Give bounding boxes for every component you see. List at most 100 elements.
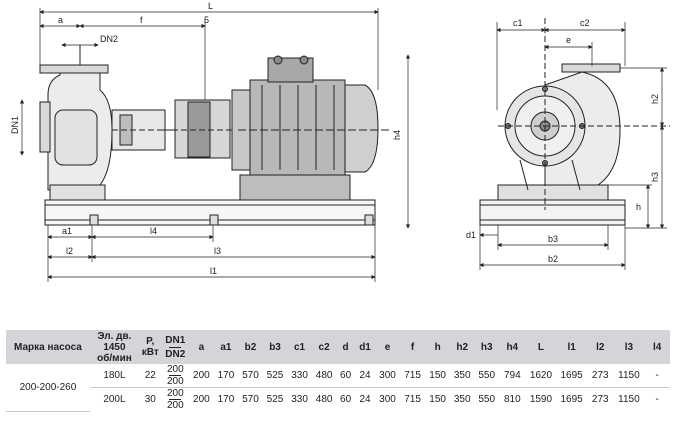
table-row: 200-200-260 180L 22 200 200 200 170 570 … [6,364,670,412]
pump-front-view [479,18,670,226]
dim-cell: 715 [399,364,426,388]
dim-label-dn1: DN1 [10,116,20,134]
pump-side-view [39,45,390,226]
header-dim: d [336,330,355,364]
dn-cell: 200 200 [166,388,184,411]
header-dim: b2 [238,330,263,364]
dim-label-dn2: DN2 [100,34,118,44]
header-dim: f [399,330,426,364]
header-power: P, кВт [139,330,162,364]
table-header-row: Марка насоса Эл. дв. 1450 об/мин P, кВт … [6,330,670,364]
dim-cell: 550 [478,394,496,405]
dim-label-l3: l3 [214,246,221,256]
front-dimensions [479,22,667,270]
header-dn: DN1 DN2 [161,330,190,364]
dim-label-c2: c2 [580,18,590,28]
header-dim: a1 [213,330,239,364]
header-dim: a [189,330,214,364]
dim-cell: 273 [586,364,614,388]
dim-cell: 150 [425,364,450,388]
dim-cell: 715 [404,394,421,405]
motor-cell: 200L [103,394,126,405]
header-dim: d1 [354,330,376,364]
dim-cell: 300 [375,364,400,388]
header-dim: l1 [556,330,587,364]
dim-label-h2: h2 [650,94,660,104]
technical-drawing: L a f 5 DN2 DN1 h4 a1 l4 l2 l3 l1 [10,1,670,282]
dim-cell: 24 [359,394,371,405]
header-dim: l4 [644,330,670,364]
dim-label-5: 5 [204,15,209,25]
dim-cell: 525 [266,394,284,405]
dim-label-l4: l4 [150,226,157,236]
dim-label-h: h [636,202,641,212]
header-dim: c2 [311,330,337,364]
header-dim: b3 [262,330,288,364]
dim-cell: 350 [453,394,471,405]
dim-cell: 570 [242,394,259,405]
dim-cell: 200 [189,364,214,388]
dim-cell: 1695 [560,394,583,405]
header-dim: e [375,330,400,364]
header-motor: Эл. дв. 1450 об/мин [89,330,139,364]
header-dim: L [525,330,557,364]
dim-cell: 170 [213,364,239,388]
power-cell: 30 [144,394,156,405]
header-dim: h4 [499,330,526,364]
dim-cell: - [655,394,659,405]
model-name-cell: 200-200-260 [6,364,90,412]
dim-cell: 1150 [618,394,640,405]
dim-cell: 570 [238,364,263,388]
dim-cell: 24 [354,364,376,388]
header-dim: h2 [449,330,475,364]
dim-cell: 350 [449,364,475,388]
dim-cell: 1695 [556,364,587,388]
dim-cell: 1150 [613,364,645,388]
dim-label-f: f [140,15,143,25]
power-cell: 22 [139,364,162,388]
dim-cell: 480 [311,364,337,388]
header-dim: h3 [474,330,499,364]
dim-label-e: e [566,35,571,45]
front-dimension-labels: c1 c2 e h2 h3 h d1 b3 b2 [466,18,660,264]
dn-cell: 200 200 [161,364,190,388]
motor-cell: 180L [89,364,139,388]
dim-cell: 525 [262,364,288,388]
dim-cell: 330 [291,394,308,405]
table-row: 200L 30 200 200 200 170 570 525 330 480 … [6,388,670,412]
dim-cell: 60 [340,394,352,405]
header-dim: c1 [287,330,312,364]
pump-spec-table: Марка насоса Эл. дв. 1450 об/мин P, кВт … [6,330,670,412]
dim-cell: 810 [503,394,521,405]
dim-cell: 170 [217,394,235,405]
dim-cell: 550 [474,364,499,388]
dim-label-b3: b3 [548,234,558,244]
dim-label-c1: c1 [513,18,523,28]
dim-cell: 1620 [525,364,557,388]
dim-cell: 273 [591,394,609,405]
dim-label-a: a [58,15,63,25]
dim-cell: 300 [379,394,396,405]
dim-label-l1: l1 [210,266,217,276]
dim-label-l2: l2 [66,246,73,256]
side-dimension-labels: L a f 5 DN2 DN1 h4 a1 l4 l2 l3 l1 [10,1,402,276]
header-dim: l2 [586,330,614,364]
header-dim: h [425,330,450,364]
dim-label-a1: a1 [62,226,72,236]
dim-label-h4: h4 [392,130,402,140]
dim-label-L: L [208,1,213,11]
dim-label-h3: h3 [650,172,660,182]
dim-cell: 150 [429,394,446,405]
header-model: Марка насоса [6,330,90,364]
dim-label-b2: b2 [548,254,558,264]
dim-cell: 480 [315,394,333,405]
dim-cell: - [644,364,670,388]
dim-cell: 60 [336,364,355,388]
dim-cell: 330 [287,364,312,388]
header-dim: l3 [613,330,645,364]
dim-cell: 794 [499,364,526,388]
side-dimensions [19,8,411,282]
dim-cell: 1590 [529,394,553,405]
dim-label-d1: d1 [466,230,476,240]
dim-cell: 200 [193,394,210,405]
